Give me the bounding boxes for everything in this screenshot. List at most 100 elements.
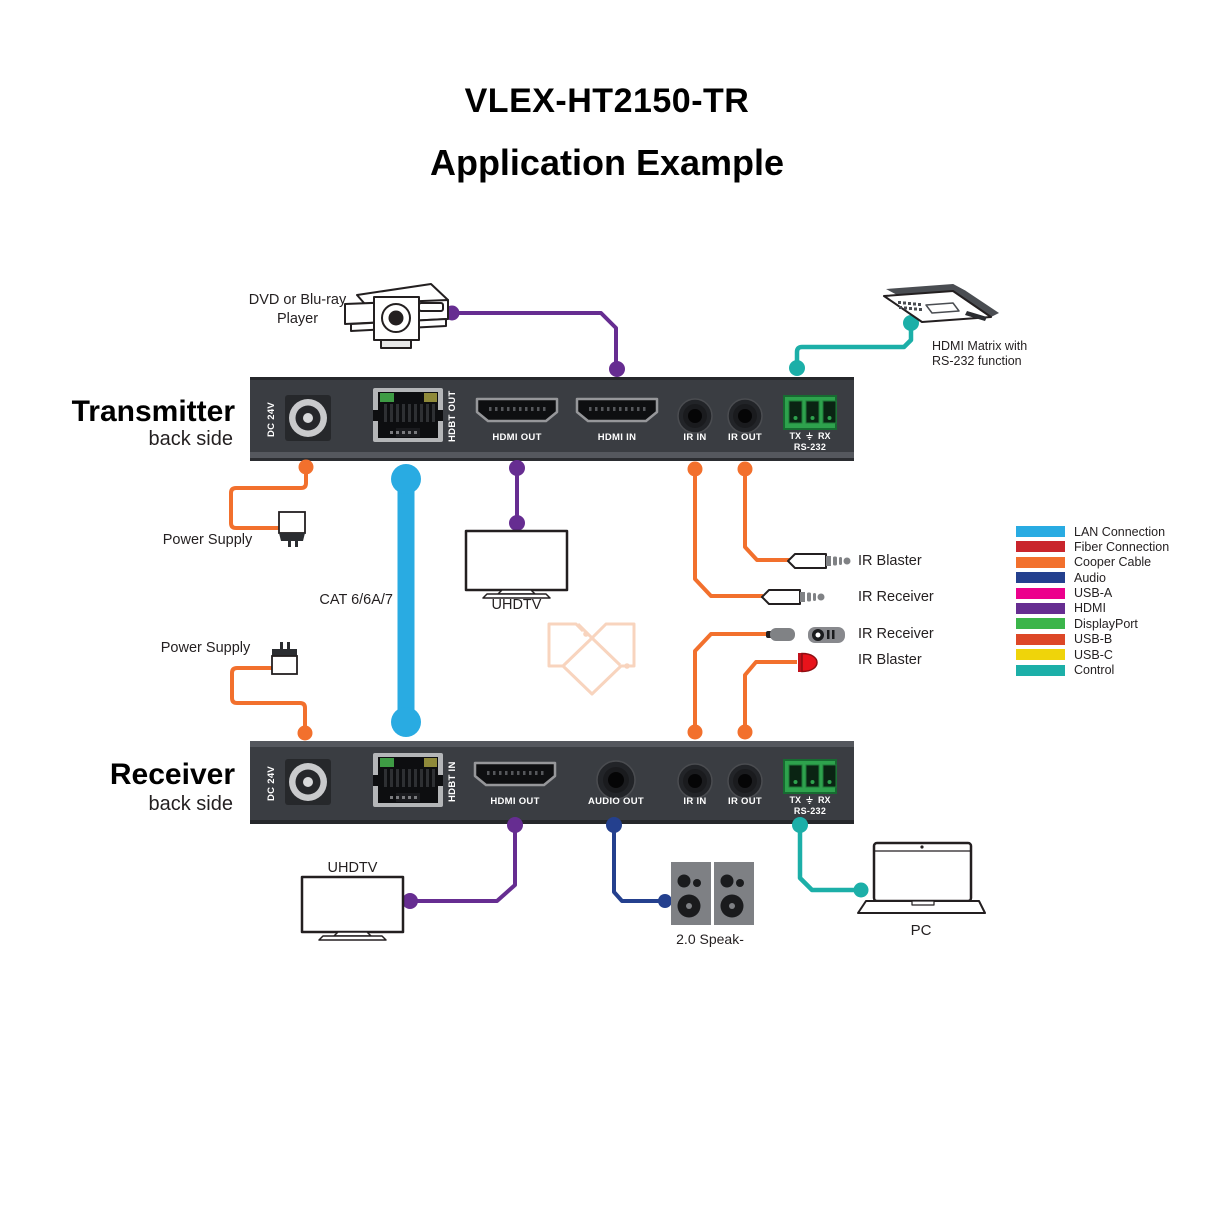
tx-hdmi-in-label: HDMI IN <box>597 432 637 443</box>
legend-swatch-audio <box>1016 572 1065 584</box>
legend-row-usb-c: USB-C <box>1016 647 1169 662</box>
legend-label-audio: Audio <box>1074 570 1106 585</box>
legend-row-cooper: Cooper Cable <box>1016 555 1169 569</box>
legend-label-displayport: DisplayPort <box>1074 616 1138 631</box>
hdmi-matrix-label-line1: HDMI Matrix with <box>932 339 1028 353</box>
brand-watermark-icon <box>547 622 636 696</box>
rx-rs232-pin-labels: TX RX <box>779 795 841 805</box>
tx-rs232-label: RS-232 <box>793 442 827 452</box>
legend-swatch-hdmi <box>1016 602 1065 614</box>
hdmi-matrix-label: HDMI Matrix with RS-232 function <box>932 339 1027 369</box>
legend-swatch-cooper <box>1016 556 1065 568</box>
tx-ir-out-port <box>727 398 763 434</box>
cat-cable-label: CAT 6/6A/7 <box>319 592 393 608</box>
dvd-player-icon <box>344 283 449 349</box>
transmitter-side: back side <box>148 428 234 450</box>
speakers-label: 2.0 Speak- <box>676 931 744 947</box>
legend-label-lan: LAN Connection <box>1074 524 1166 539</box>
transmitter-panel <box>250 377 854 461</box>
power-supply-top-icon <box>278 511 306 547</box>
tx-ir-in-label: IR IN <box>683 432 707 443</box>
rx-rs232-label: RS-232 <box>793 806 827 816</box>
legend-row-audio: Audio <box>1016 570 1169 585</box>
page-subtitle: Application Example <box>429 142 785 183</box>
tx-ir-out-label: IR OUT <box>728 432 762 443</box>
pc-laptop-icon <box>857 841 986 914</box>
rx-audio-out-label: AUDIO OUT <box>587 796 644 807</box>
legend-label-usb-c: USB-C <box>1074 647 1113 662</box>
legend-row-usb-b: USB-B <box>1016 632 1169 647</box>
rx-hdmi-out-port <box>473 761 557 787</box>
ir-blaster-label-1: IR Blaster <box>858 553 922 569</box>
speakers-icon <box>671 862 754 925</box>
ir-receiver-label-2: IR Receiver <box>858 626 934 642</box>
ir-receiver-label-1: IR Receiver <box>858 589 934 605</box>
tx-rs232-terminal <box>783 395 837 430</box>
legend-row-fiber: Fiber Connection <box>1016 539 1170 554</box>
rx-pin-tx: TX <box>789 795 801 805</box>
rx-ir-out-port <box>727 763 763 799</box>
legend-row-lan: LAN Connection <box>1016 524 1169 539</box>
legend-row-displayport: DisplayPort <box>1016 616 1169 631</box>
ground-icon <box>806 432 813 440</box>
power-supply-bottom-label: Power Supply <box>160 640 251 656</box>
legend-label-usb-b: USB-B <box>1074 632 1113 647</box>
receiver-panel <box>250 741 854 824</box>
legend-row-control: Control <box>1016 663 1169 678</box>
rx-dc-label: DC 24V <box>266 765 277 801</box>
cooper-cable-lines <box>229 459 797 741</box>
receiver-side: back side <box>148 793 234 815</box>
dvd-player-label-line1: DVD or Blu-ray <box>248 292 347 308</box>
ir-receiver-plug-icon <box>761 589 825 605</box>
legend-row-hdmi: HDMI <box>1016 601 1169 616</box>
rx-ir-out-label: IR OUT <box>728 796 762 807</box>
power-supply-top-label: Power Supply <box>162 532 253 548</box>
transmitter-name: Transmitter <box>71 395 235 428</box>
legend-label-hdmi: HDMI <box>1074 601 1106 616</box>
rx-dc-port <box>285 759 331 805</box>
tx-hdmi-out-port <box>475 397 559 423</box>
tx-hdmi-out-label: HDMI OUT <box>492 432 542 443</box>
legend-swatch-usb-b <box>1016 633 1065 645</box>
control-connection-lines <box>789 315 919 898</box>
tx-pin-rx: RX <box>818 431 831 441</box>
power-supply-bottom-icon <box>271 642 298 675</box>
legend-swatch-usb-a <box>1016 587 1065 599</box>
audio-connection-line <box>606 817 672 908</box>
ir-blaster-plug-icon <box>787 553 851 569</box>
dvd-player-label-line2: Player <box>276 311 319 327</box>
tx-dc-label: DC 24V <box>266 401 277 437</box>
legend-label-usb-a: USB-A <box>1074 586 1113 601</box>
legend-label-fiber: Fiber Connection <box>1074 539 1170 554</box>
cat-cable-line <box>391 464 421 737</box>
legend-swatch-control <box>1016 664 1065 676</box>
hdmi-connection-lines <box>402 305 625 909</box>
pc-label: PC <box>910 922 932 939</box>
ir-blaster-label-2: IR Blaster <box>858 652 922 668</box>
legend-swatch-fiber <box>1016 541 1065 553</box>
tx-ir-in-port <box>677 398 713 434</box>
connection-legend: LAN Connection Fiber Connection Cooper C… <box>1016 524 1170 678</box>
tx-hdbt-label: HDBT OUT <box>447 390 458 442</box>
rx-hdbt-label: HDBT IN <box>447 761 458 803</box>
legend-swatch-displayport <box>1016 618 1065 630</box>
dvd-player-label: DVD or Blu-ray Player <box>240 291 355 329</box>
rx-pin-rx: RX <box>818 795 831 805</box>
tx-hdmi-in-port <box>575 397 659 423</box>
rx-hdbt-rj45-port <box>373 753 443 807</box>
legend-row-usb-a: USB-A <box>1016 586 1169 601</box>
tx-rs232-pin-labels: TX RX <box>779 431 841 441</box>
ir-blaster-led-icon <box>798 652 818 673</box>
legend-swatch-lan <box>1016 526 1065 537</box>
legend-swatch-usb-c <box>1016 649 1065 661</box>
rx-audio-out-port <box>596 760 636 800</box>
tx-dc-port <box>285 395 331 441</box>
rx-hdmi-out-label: HDMI OUT <box>490 796 540 807</box>
page-title: VLEX-HT2150-TR <box>464 82 750 120</box>
rx-ir-in-label: IR IN <box>683 796 707 807</box>
legend-label-control: Control <box>1074 663 1115 678</box>
rx-ir-in-port <box>677 763 713 799</box>
uhdtv-top-icon <box>464 529 569 599</box>
